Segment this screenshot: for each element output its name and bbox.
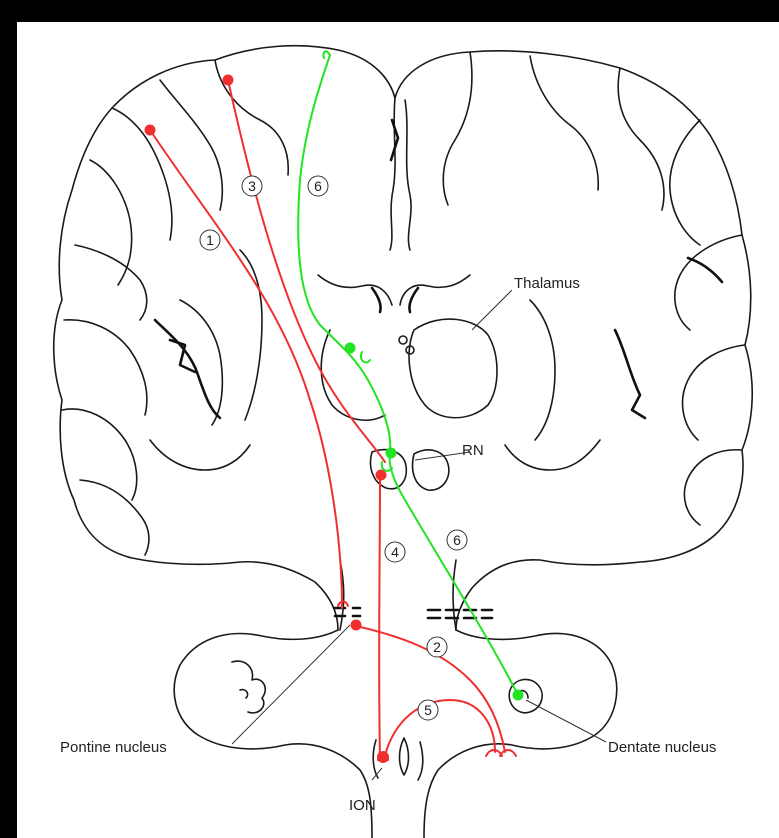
number-badge-5: 5	[418, 700, 438, 720]
svg-text:5: 5	[424, 702, 432, 718]
green-cell-body-thalamus	[345, 343, 356, 354]
label-pontine-nucleus: Pontine nucleus	[60, 739, 167, 756]
number-badge-6-lower: 6	[447, 530, 467, 550]
number-badge-6-upper: 6	[308, 176, 328, 196]
svg-text:4: 4	[391, 544, 399, 560]
red-pathway-4	[379, 476, 380, 760]
label-rn: RN	[462, 442, 484, 459]
number-badge-1: 1	[200, 230, 220, 250]
svg-text:2: 2	[433, 639, 441, 655]
red-cell-body-3	[223, 75, 234, 86]
number-badge-4: 4	[385, 542, 405, 562]
label-dentate-nucleus: Dentate nucleus	[608, 739, 716, 756]
red-cell-body-1	[145, 125, 156, 136]
number-badge-3: 3	[242, 176, 262, 196]
red-cell-body-ion	[377, 751, 389, 763]
svg-text:1: 1	[206, 232, 214, 248]
diagram-background	[17, 22, 779, 838]
green-cell-body-dentate	[513, 690, 524, 701]
svg-text:3: 3	[248, 178, 256, 194]
number-badge-2: 2	[427, 637, 447, 657]
green-cell-body-rn	[386, 448, 397, 459]
label-thalamus: Thalamus	[514, 275, 580, 292]
red-cell-body-pontine	[351, 620, 362, 631]
svg-text:6: 6	[453, 532, 461, 548]
svg-text:6: 6	[314, 178, 322, 194]
label-ion: ION	[349, 797, 376, 814]
